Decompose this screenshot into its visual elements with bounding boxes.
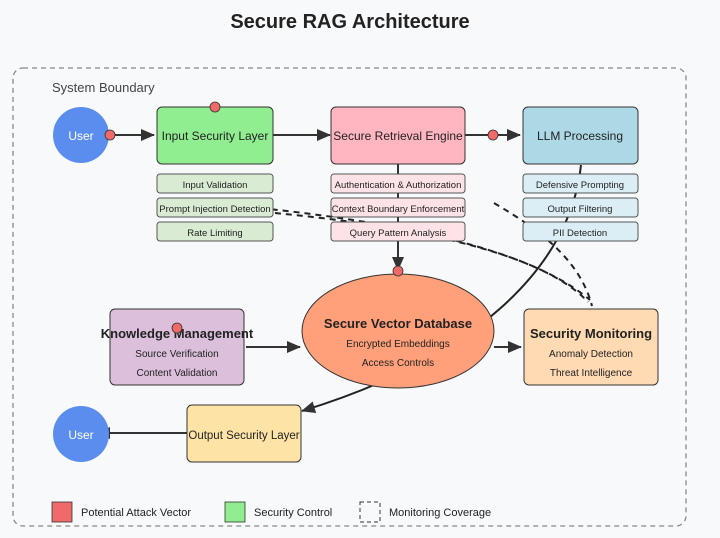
vector-db-title: Secure Vector Database	[324, 316, 472, 331]
user-input-label: User	[68, 129, 93, 143]
retrieval-controls: Authentication & Authorization Context B…	[330, 173, 466, 242]
legend-swatch-attack	[51, 501, 73, 523]
control-box	[522, 221, 639, 242]
control-box	[330, 173, 466, 194]
control-query-pattern: Query Pattern Analysis	[350, 228, 447, 239]
input-controls: Input Validation Prompt Injection Detect…	[156, 173, 274, 242]
monitoring-threat-intelligence: Threat Intelligence	[550, 368, 633, 379]
secure-retrieval-engine	[330, 106, 466, 165]
control-defensive-prompting: Defensive Prompting	[536, 180, 624, 191]
user-output-node	[53, 406, 109, 462]
control-auth: Authentication & Authorization	[335, 180, 462, 191]
control-context-boundary: Context Boundary Enforcement	[332, 204, 465, 215]
output-security-layer	[186, 404, 302, 463]
monitoring-line-llm	[493, 202, 593, 307]
legend-swatch-monitoring	[359, 501, 381, 523]
page-title: Secure RAG Architecture	[230, 11, 469, 33]
control-box	[156, 173, 274, 194]
output-security-layer-label: Output Security Layer	[188, 430, 299, 442]
control-rate-limiting: Rate Limiting	[187, 228, 242, 239]
secure-retrieval-engine-label: Secure Retrieval Engine	[333, 129, 463, 143]
llm-processing-label: LLM Processing	[537, 129, 623, 143]
llm-processing	[522, 106, 639, 165]
legend-swatch-control	[224, 501, 246, 523]
control-input-validation: Input Validation	[183, 180, 248, 191]
control-output-filtering: Output Filtering	[548, 204, 613, 215]
knowledge-content-validation: Content Validation	[137, 368, 218, 379]
boundary-label: System Boundary	[52, 80, 155, 95]
attack-vector-input-layer	[209, 101, 221, 113]
input-security-layer-label: Input Security Layer	[162, 129, 269, 143]
monitoring-anomaly-detection: Anomaly Detection	[549, 349, 633, 360]
control-box	[330, 221, 466, 242]
control-pii-detection: PII Detection	[553, 228, 607, 239]
llm-controls: Defensive Prompting Output Filtering PII…	[522, 173, 639, 242]
monitoring-line-retrieval	[274, 212, 589, 303]
attack-vector-knowledge	[171, 322, 183, 334]
control-box	[330, 197, 466, 218]
secure-vector-database	[301, 273, 495, 389]
control-box	[522, 197, 639, 218]
attack-vector-user-input	[104, 129, 116, 141]
knowledge-source-verification: Source Verification	[135, 349, 218, 360]
control-box	[522, 173, 639, 194]
security-monitoring-title: Security Monitoring	[530, 326, 652, 341]
control-prompt-injection: Prompt Injection Detection	[159, 204, 270, 215]
attack-vector-markers	[104, 101, 499, 334]
legend-label-control: Security Control	[254, 507, 332, 519]
control-box	[156, 221, 274, 242]
legend: Potential Attack Vector Security Control…	[51, 501, 491, 523]
attack-vector-vector-db	[392, 265, 404, 277]
legend-label-monitoring: Monitoring Coverage	[389, 507, 491, 519]
system-boundary	[12, 67, 687, 527]
control-box	[156, 197, 274, 218]
security-monitoring	[523, 308, 659, 386]
vector-db-access-controls: Access Controls	[362, 358, 434, 369]
attack-vector-retrieval-llm	[487, 129, 499, 141]
vector-db-encrypted-embeddings: Encrypted Embeddings	[346, 339, 449, 350]
user-output-label: User	[68, 428, 93, 442]
user-input-node	[53, 107, 109, 163]
knowledge-management-title: Knowledge Management	[101, 326, 254, 341]
legend-label-attack: Potential Attack Vector	[81, 507, 191, 519]
knowledge-management	[109, 308, 245, 386]
